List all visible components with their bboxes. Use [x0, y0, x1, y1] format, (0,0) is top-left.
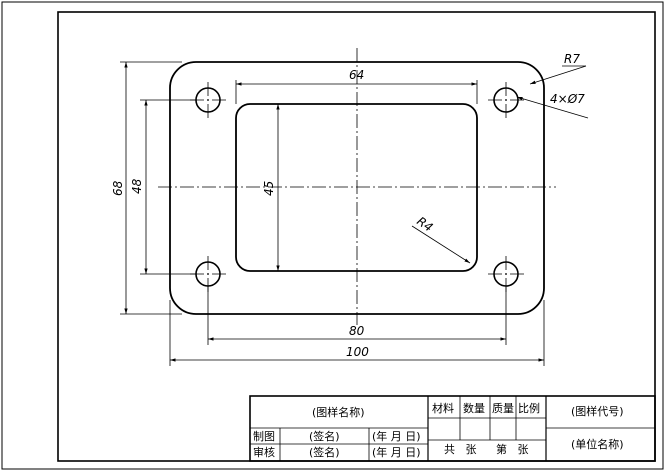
centerlines [158, 48, 556, 325]
tb-organization: (单位名称) [571, 437, 624, 451]
tb-mass: 质量 [492, 402, 514, 415]
tb-drawing-code: (图样代号) [571, 404, 624, 418]
dim-80 [207, 286, 507, 345]
dim-48-label: 48 [130, 178, 144, 194]
dim-64 [235, 80, 478, 104]
dim-r4 [411, 225, 471, 264]
tb-signature-1: (签名) [309, 429, 340, 443]
tb-scale: 比例 [518, 401, 540, 415]
dim-80-label: 80 [349, 324, 365, 338]
tb-date-2: (年 月 日) [372, 445, 421, 459]
tb-quantity: 数量 [463, 402, 485, 415]
title-block [249, 395, 656, 462]
tb-drawn-label: 制图 [253, 430, 275, 443]
dim-r7 [529, 65, 587, 85]
inner-cutout [235, 103, 478, 272]
dim-holes [516, 96, 589, 119]
dim-64-label: 64 [349, 68, 364, 82]
tb-signature-2: (签名) [309, 445, 340, 459]
dim-100 [169, 300, 545, 366]
tb-drawing-name: (图样名称) [312, 405, 365, 419]
dim-68-label: 68 [111, 180, 125, 196]
dim-68 [120, 61, 182, 315]
dim-r4-label: R4 [414, 214, 435, 235]
tb-reviewed-label: 审核 [253, 445, 275, 459]
dim-holes-label: 4×Ø7 [550, 92, 585, 106]
tb-material: 材料 [432, 401, 454, 415]
dim-48 [140, 99, 196, 275]
tb-date-1: (年 月 日) [372, 429, 421, 443]
tb-sheets-total: 共 张 [444, 443, 477, 456]
tb-sheet-number: 第 张 [496, 442, 529, 456]
dim-r7-label: R7 [564, 52, 580, 66]
dim-45-label: 45 [262, 181, 276, 196]
dim-100-label: 100 [346, 345, 369, 359]
